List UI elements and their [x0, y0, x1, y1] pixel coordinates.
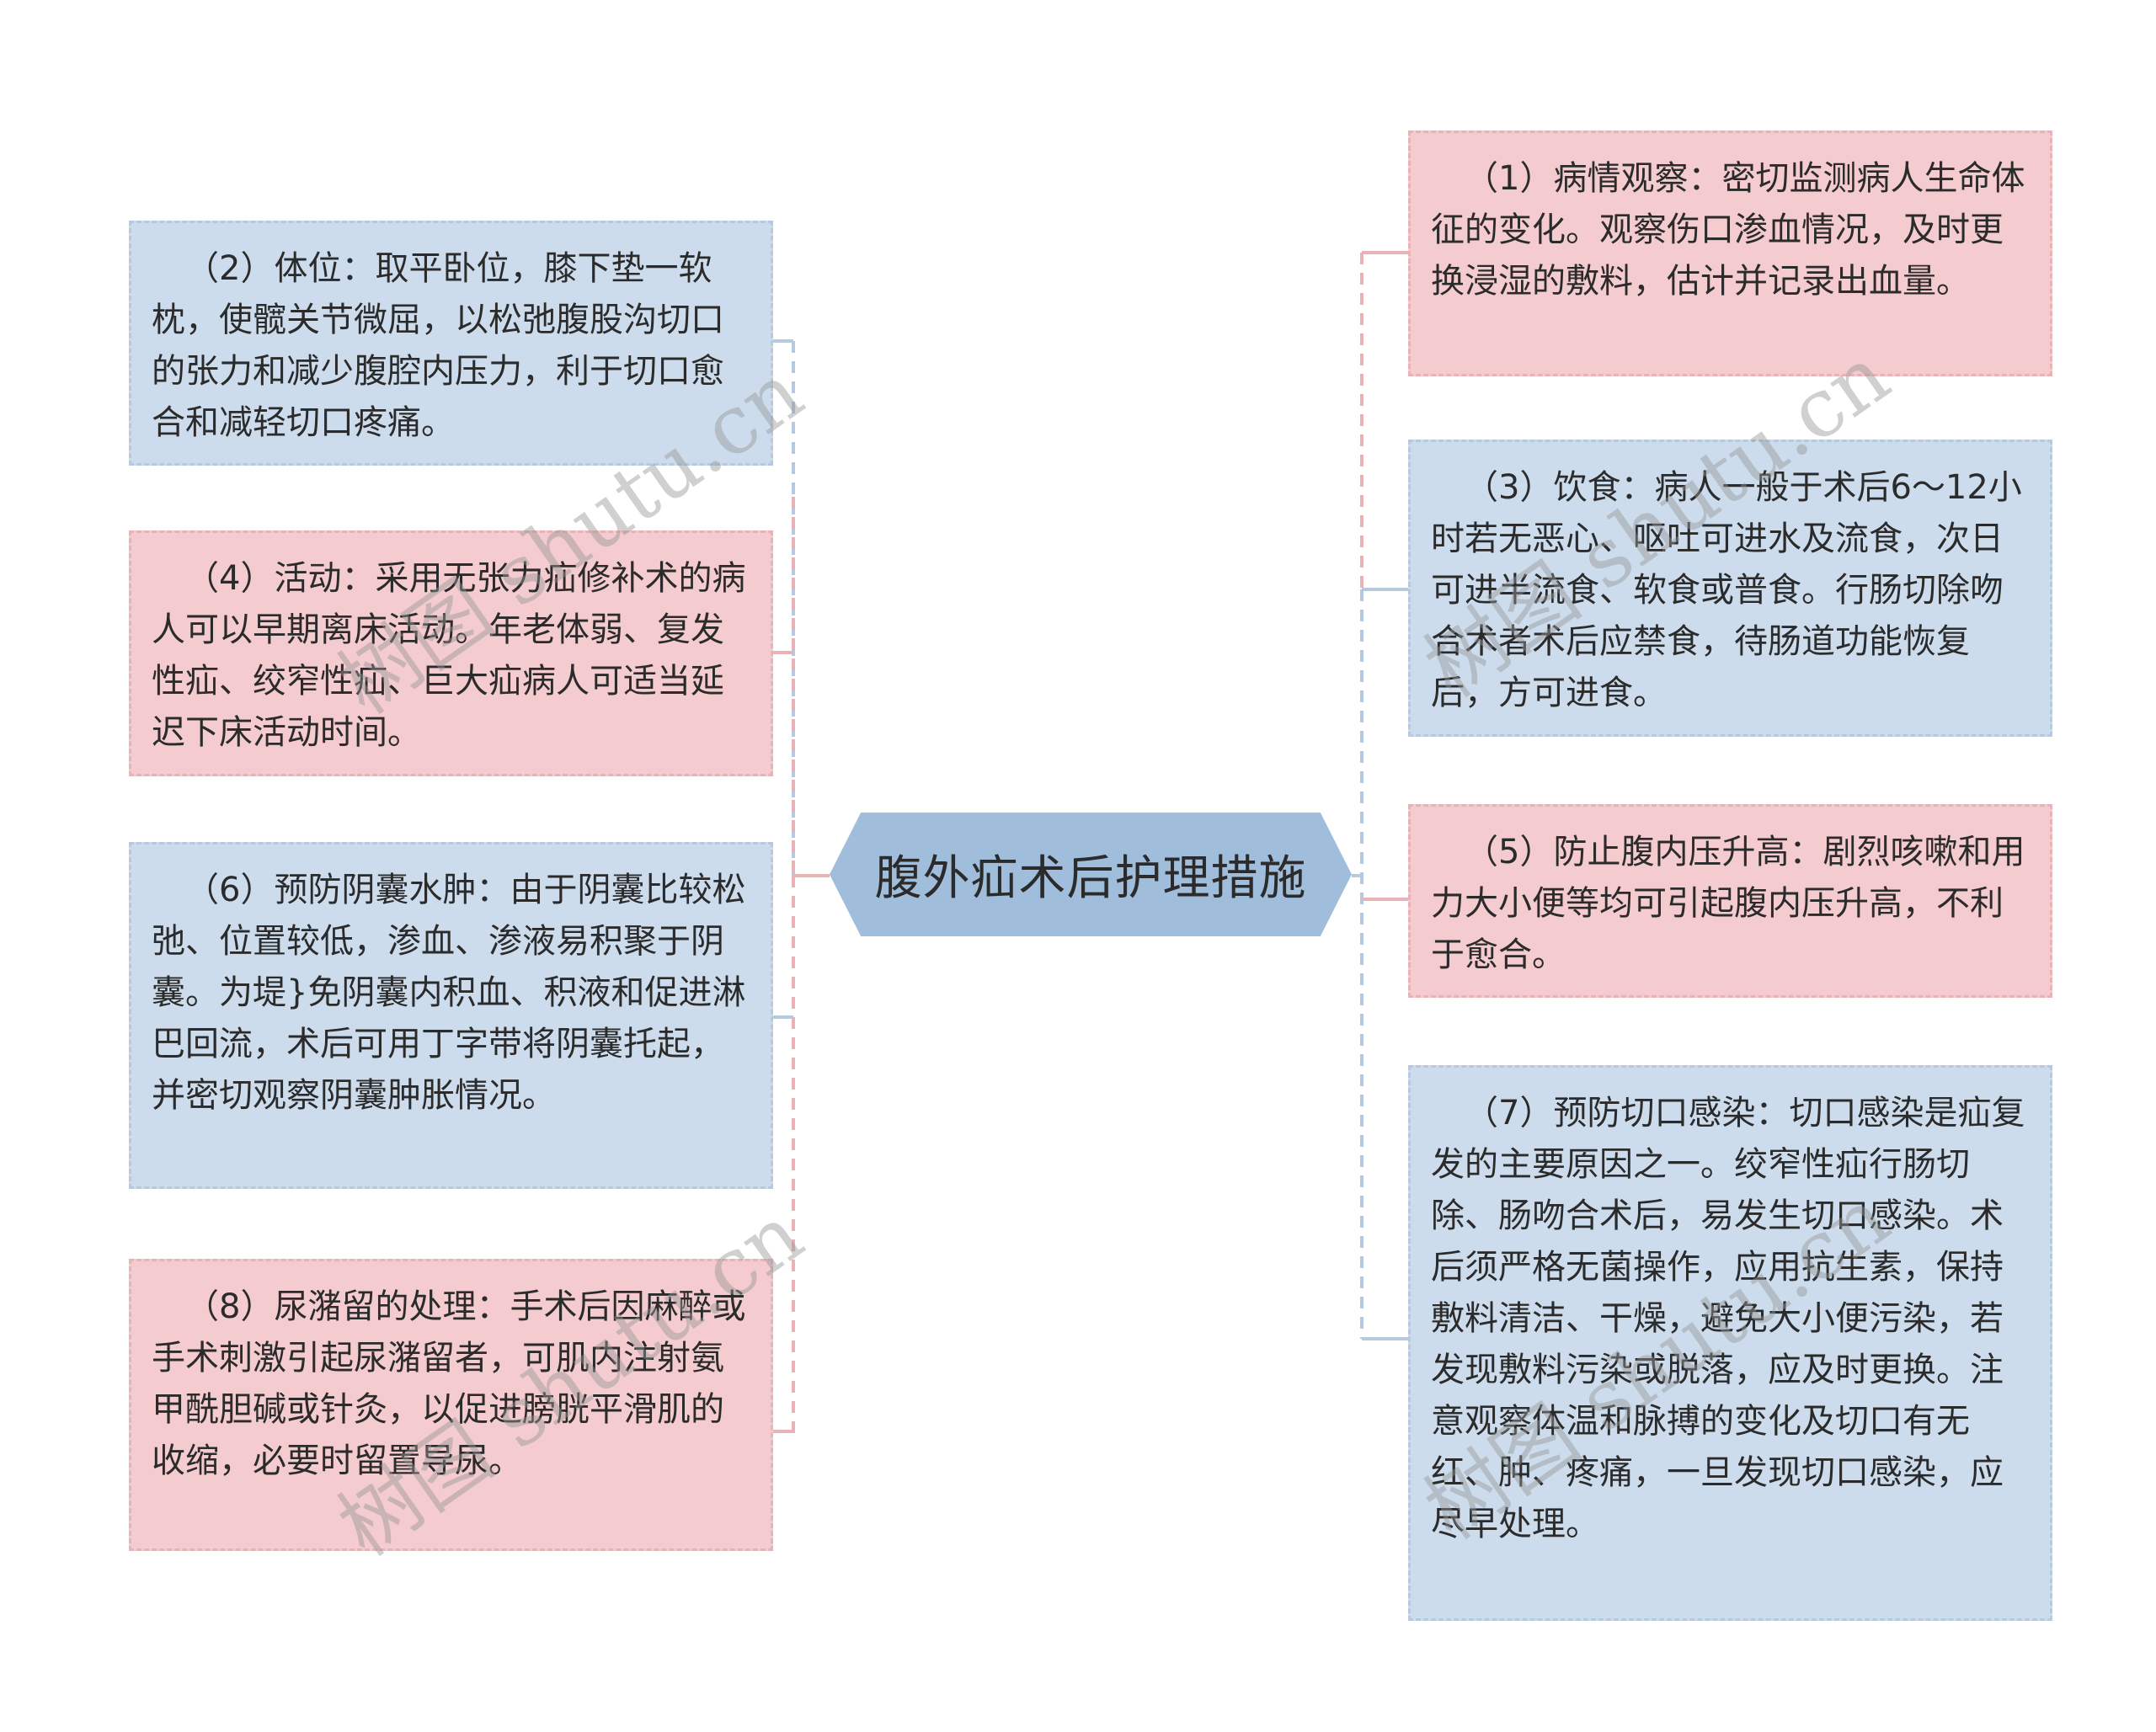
topic-node-text: （2）体位：取平卧位，膝下垫一软枕，使髋关节微屈，以松弛腹股沟切口的张力和减少腹…: [152, 249, 724, 442]
right-connectors: [1352, 251, 1408, 1340]
topic-node-text: （4）活动：采用无张力疝修补术的病人可以早期离床活动。年老体弱、复发性疝、绞窄性…: [152, 559, 746, 752]
left-connectors: [773, 339, 830, 1436]
topic-node-2-position[interactable]: （2）体位：取平卧位，膝下垫一软枕，使髋关节微屈，以松弛腹股沟切口的张力和减少腹…: [129, 221, 773, 466]
topic-node-5-abdominal-pressure[interactable]: （5）防止腹内压升高：剧烈咳嗽和用力大小便等均可引起腹内压升高，不利于愈合。: [1408, 804, 2052, 998]
topic-node-text: （7）预防切口感染：切口感染是疝复发的主要原因之一。绞窄性疝行肠切除、肠吻合术后…: [1431, 1094, 2025, 1543]
topic-node-6-scrotal-edema[interactable]: （6）预防阴囊水肿：由于阴囊比较松弛、位置较低，渗血、渗液易积聚于阴囊。为堤}免…: [129, 842, 773, 1189]
topic-node-7-infection-prevention[interactable]: （7）预防切口感染：切口感染是疝复发的主要原因之一。绞窄性疝行肠切除、肠吻合术后…: [1408, 1065, 2052, 1621]
central-topic-label: 腹外疝术后护理措施: [874, 851, 1307, 906]
topic-node-text: （5）防止腹内压升高：剧烈咳嗽和用力大小便等均可引起腹内压升高，不利于愈合。: [1431, 833, 2025, 974]
topic-node-text: （8）尿潴留的处理：手术后因麻醉或手术刺激引起尿潴留者，可肌内注射氨甲酰胆碱或针…: [152, 1287, 746, 1480]
topic-node-text: （1）病情观察：密切监测病人生命体征的变化。观察伤口渗血情况，及时更换浸湿的敷料…: [1431, 159, 2025, 301]
topic-node-4-activity[interactable]: （4）活动：采用无张力疝修补术的病人可以早期离床活动。年老体弱、复发性疝、绞窄性…: [129, 530, 773, 776]
topic-node-text: （3）饮食：病人一般于术后6～12小时若无恶心、呕吐可进水及流食，次日可进半流食…: [1431, 468, 2022, 712]
central-topic[interactable]: 腹外疝术后护理措施: [830, 813, 1352, 936]
topic-node-8-urinary-retention[interactable]: （8）尿潴留的处理：手术后因麻醉或手术刺激引起尿潴留者，可肌内注射氨甲酰胆碱或针…: [129, 1259, 773, 1551]
topic-node-3-diet[interactable]: （3）饮食：病人一般于术后6～12小时若无恶心、呕吐可进水及流食，次日可进半流食…: [1408, 440, 2052, 737]
topic-node-1-observation[interactable]: （1）病情观察：密切监测病人生命体征的变化。观察伤口渗血情况，及时更换浸湿的敷料…: [1408, 131, 2052, 376]
topic-node-text: （6）预防阴囊水肿：由于阴囊比较松弛、位置较低，渗血、渗液易积聚于阴囊。为堤}免…: [152, 871, 746, 1115]
